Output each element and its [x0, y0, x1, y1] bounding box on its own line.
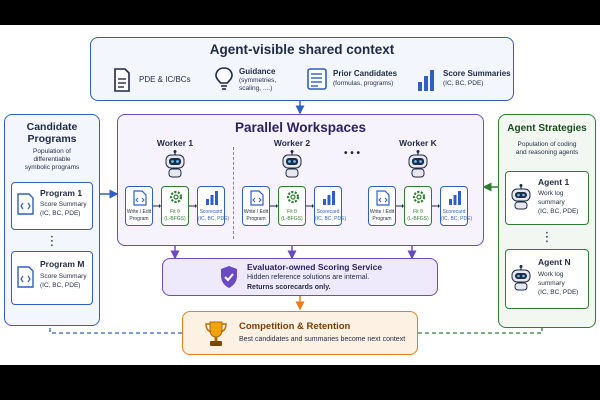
trophy-icon: [205, 321, 227, 346]
gear-icon: [412, 190, 426, 204]
program-m-card[interactable]: Program M Score Summary (IC, BC, PDE): [11, 251, 93, 305]
worker-k-step-arrows: [396, 204, 440, 208]
programs-ellipsis: ⋮: [45, 233, 59, 248]
shared-context-title: Agent-visible shared context: [209, 42, 395, 57]
bar-chart-icon: [449, 191, 461, 205]
worker-2-fit-label: Fit θ (L-BFGS): [281, 209, 303, 222]
context-item-pde-label: PDE & IC/BCs: [139, 75, 191, 84]
agent-strategies-panel: Agent Strategies Population of coding an…: [498, 114, 596, 328]
workers-dots: • • •: [344, 148, 361, 159]
worker-2-write-card[interactable]: Write / Edit Program: [242, 186, 270, 226]
agent-n-name: Agent N: [538, 257, 571, 267]
competition-panel: Competition & Retention Best candidates …: [182, 311, 418, 355]
shared-context-panel: Agent-visible shared context PDE & IC/BC…: [90, 37, 514, 101]
worker-1-score-card[interactable]: Scorecard (IC, BC, PDE): [197, 186, 230, 226]
program-1-summary: Score Summary (IC, BC, PDE): [40, 201, 87, 217]
worker-2-score-label: Scorecard (IC, BC, PDE): [315, 209, 347, 222]
context-item-guidance-sub: (symmetries, scaling, ....): [239, 77, 277, 92]
worker-2-score-card[interactable]: Scorecard (IC, BC, PDE): [314, 186, 347, 226]
evaluator-line-1: Hidden reference solutions are internal.: [247, 274, 370, 281]
agent-n-card[interactable]: Agent N Work log summary (IC, BC, PDE): [505, 249, 589, 309]
lightbulb-icon: [215, 67, 233, 90]
code-file-icon: [376, 190, 390, 206]
bar-chart-icon: [323, 191, 335, 205]
program-m-name: Program M: [40, 259, 85, 269]
competition-subtitle: Best candidates and summaries become nex…: [239, 336, 406, 343]
worker-k-write-label: Write / Edit Program: [369, 209, 395, 222]
context-item-guidance-label: Guidance: [239, 67, 276, 76]
code-file-icon: [17, 193, 34, 215]
context-item-scores-label: Score Summaries: [443, 69, 511, 78]
workspace-divider: [233, 147, 234, 239]
context-item-scores-sub: (IC, BC, PDE): [443, 80, 484, 87]
competition-title: Competition & Retention: [239, 321, 351, 332]
agent-strategies-title: Agent Strategies: [507, 123, 587, 134]
evaluator-panel: Evaluator-owned Scoring Service Hidden r…: [162, 258, 438, 296]
program-m-summary: Score Summary (IC, BC, PDE): [40, 273, 87, 289]
context-item-prior-sub: (formulas, programs): [333, 80, 394, 87]
worker-k-fit-card[interactable]: Fit θ (L-BFGS): [404, 186, 432, 226]
code-file-icon: [17, 266, 34, 288]
agent-1-name: Agent 1: [538, 177, 570, 187]
candidate-programs-title: Candidate Programs: [26, 121, 78, 145]
agent-n-log: Work log summary (IC, BC, PDE): [538, 271, 579, 296]
worker-2-step-arrows: [270, 204, 314, 208]
robot-icon: [282, 150, 302, 178]
robot-icon: [511, 265, 531, 291]
context-item-prior-label: Prior Candidates: [333, 69, 398, 78]
bar-chart-icon: [418, 70, 434, 91]
gear-icon: [169, 190, 183, 204]
worker-k-name: Worker K: [399, 138, 437, 148]
program-1-name: Program 1: [40, 188, 83, 198]
evaluator-title: Evaluator-owned Scoring Service: [247, 262, 383, 272]
code-file-icon: [250, 190, 264, 206]
agent-1-card[interactable]: Agent 1 Work log summary (IC, BC, PDE): [505, 171, 589, 225]
worker-2-name: Worker 2: [273, 138, 311, 148]
shield-check-icon: [221, 266, 237, 288]
document-icon: [114, 68, 130, 92]
candidate-programs-subtitle: Population of differentiable symbolic pr…: [24, 148, 80, 171]
worker-2-fit-card[interactable]: Fit θ (L-BFGS): [278, 186, 306, 226]
robot-icon: [511, 184, 531, 210]
worker-k-score-card[interactable]: Scorecard (IC, BC, PDE): [440, 186, 473, 226]
worker-k-fit-label: Fit θ (L-BFGS): [407, 209, 429, 222]
worker-2: Worker 2 Write / Edit Program Fit θ (L-B…: [242, 138, 347, 246]
worker-1-write-card[interactable]: Write / Edit Program: [125, 186, 153, 226]
candidate-programs-panel: Candidate Programs Population of differe…: [4, 114, 100, 326]
agent-1-log: Work log summary (IC, BC, PDE): [538, 190, 579, 215]
code-file-icon: [133, 190, 147, 206]
worker-k-write-card[interactable]: Write / Edit Program: [368, 186, 396, 226]
bar-chart-icon: [206, 191, 218, 205]
worker-k-score-label: Scorecard (IC, BC, PDE): [441, 209, 473, 222]
worker-2-write-label: Write / Edit Program: [243, 209, 269, 222]
robot-icon: [408, 150, 428, 178]
worker-1-name: Worker 1: [156, 138, 194, 148]
gear-icon: [286, 190, 300, 204]
evaluator-line-2: Returns scorecards only.: [247, 284, 331, 291]
worker-1-fit-card[interactable]: Fit θ (L-BFGS): [161, 186, 189, 226]
worker-1: Worker 1 Write / Edit Program Fit θ (L-B…: [125, 138, 230, 246]
worker-1-write-label: Write / Edit Program: [126, 209, 152, 222]
agent-strategies-subtitle: Population of coding and reasoning agent…: [515, 141, 579, 156]
program-1-card[interactable]: Program 1 Score Summary (IC, BC, PDE): [11, 182, 93, 230]
robot-icon: [165, 150, 185, 178]
agents-ellipsis: ⋮: [540, 229, 554, 244]
parallel-workspaces-title: Parallel Workspaces: [234, 120, 367, 135]
worker-1-score-label: Scorecard (IC, BC, PDE): [198, 209, 230, 222]
worker-k: Worker K Write / Edit Program Fit θ (L-B…: [368, 138, 473, 246]
worker-1-step-arrows: [153, 204, 197, 208]
list-document-icon: [307, 68, 327, 90]
worker-1-fit-label: Fit θ (L-BFGS): [164, 209, 186, 222]
diagram-canvas: Agent-visible shared context PDE & IC/BC…: [0, 25, 600, 365]
